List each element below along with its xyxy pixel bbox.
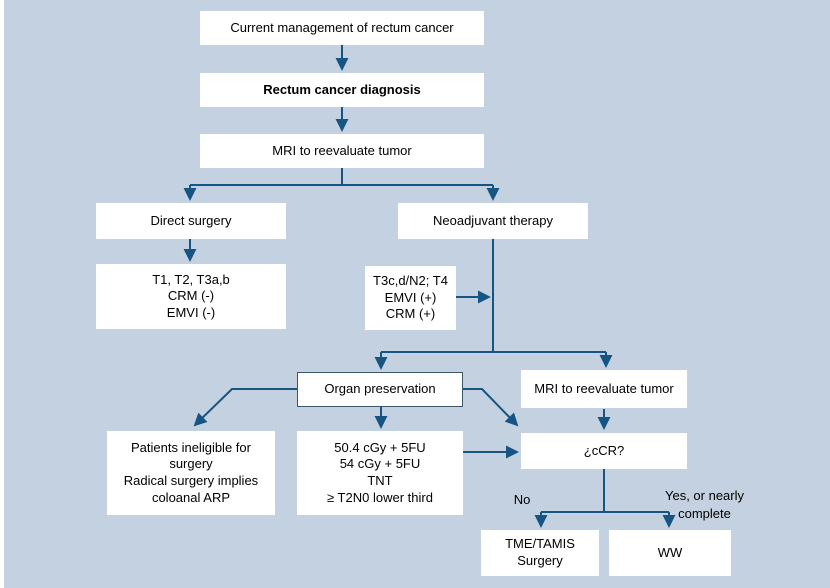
node-watch-and-wait-label: WW	[657, 544, 683, 560]
edge-organ-to-ineligible	[193, 388, 297, 427]
node-mri-reevaluate-2-label: MRI to reevaluate tumor	[534, 380, 674, 396]
node-ineligible-patients-label: Patients ineligible for surgery Radical …	[123, 439, 259, 505]
node-t1-criteria: T1, T2, T3a,b CRM (-) EMVI (-)	[96, 264, 286, 329]
node-mri-reevaluate-1-label: MRI to reevaluate tumor	[272, 142, 412, 158]
node-neoadjuvant-therapy-label: Neoadjuvant therapy	[433, 212, 553, 228]
edge-label-yes: Yes, or nearly complete	[652, 487, 757, 522]
node-t1-criteria-label: T1, T2, T3a,b CRM (-) EMVI (-)	[152, 271, 230, 320]
edge-organ-to-ccr	[463, 388, 519, 427]
node-ineligible-patients: Patients ineligible for surgery Radical …	[107, 431, 275, 515]
edge-label-no-text: No	[513, 492, 531, 507]
node-t3-criteria: T3c,d/N2; T4 EMVI (+) CRM (+)	[365, 266, 456, 330]
node-ccr-question: ¿cCR?	[521, 433, 687, 469]
node-mri-reevaluate-2: MRI to reevaluate tumor	[521, 370, 687, 408]
node-rectum-cancer-diagnosis-label: Rectum cancer diagnosis	[263, 81, 421, 97]
node-rectum-cancer-diagnosis: Rectum cancer diagnosis	[200, 73, 484, 107]
node-treatment-options: 50.4 cGy + 5FU 54 cGy + 5FU TNT ≥ T2N0 l…	[297, 431, 463, 515]
node-direct-surgery: Direct surgery	[96, 203, 286, 239]
flowchart-edges	[183, 45, 676, 528]
node-neoadjuvant-therapy: Neoadjuvant therapy	[398, 203, 588, 239]
node-current-management: Current management of rectum cancer	[200, 11, 484, 45]
node-organ-preservation-label: Organ preservation	[324, 381, 436, 397]
node-direct-surgery-label: Direct surgery	[150, 212, 232, 228]
node-treatment-options-label: 50.4 cGy + 5FU 54 cGy + 5FU TNT ≥ T2N0 l…	[327, 439, 433, 505]
node-watch-and-wait: WW	[609, 530, 731, 576]
node-t3-criteria-label: T3c,d/N2; T4 EMVI (+) CRM (+)	[373, 273, 448, 322]
node-organ-preservation: Organ preservation	[297, 372, 463, 407]
node-current-management-label: Current management of rectum cancer	[230, 19, 454, 35]
edge-label-yes-text: Yes, or nearly complete	[664, 488, 744, 521]
node-mri-reevaluate-1: MRI to reevaluate tumor	[200, 134, 484, 168]
node-ccr-question-label: ¿cCR?	[583, 442, 625, 458]
node-tme-tamis-surgery: TME/TAMIS Surgery	[481, 530, 599, 576]
edge-trunk-segments	[190, 168, 669, 513]
edge-label-no: No	[504, 491, 540, 509]
node-tme-tamis-surgery-label: TME/TAMIS Surgery	[505, 536, 575, 568]
